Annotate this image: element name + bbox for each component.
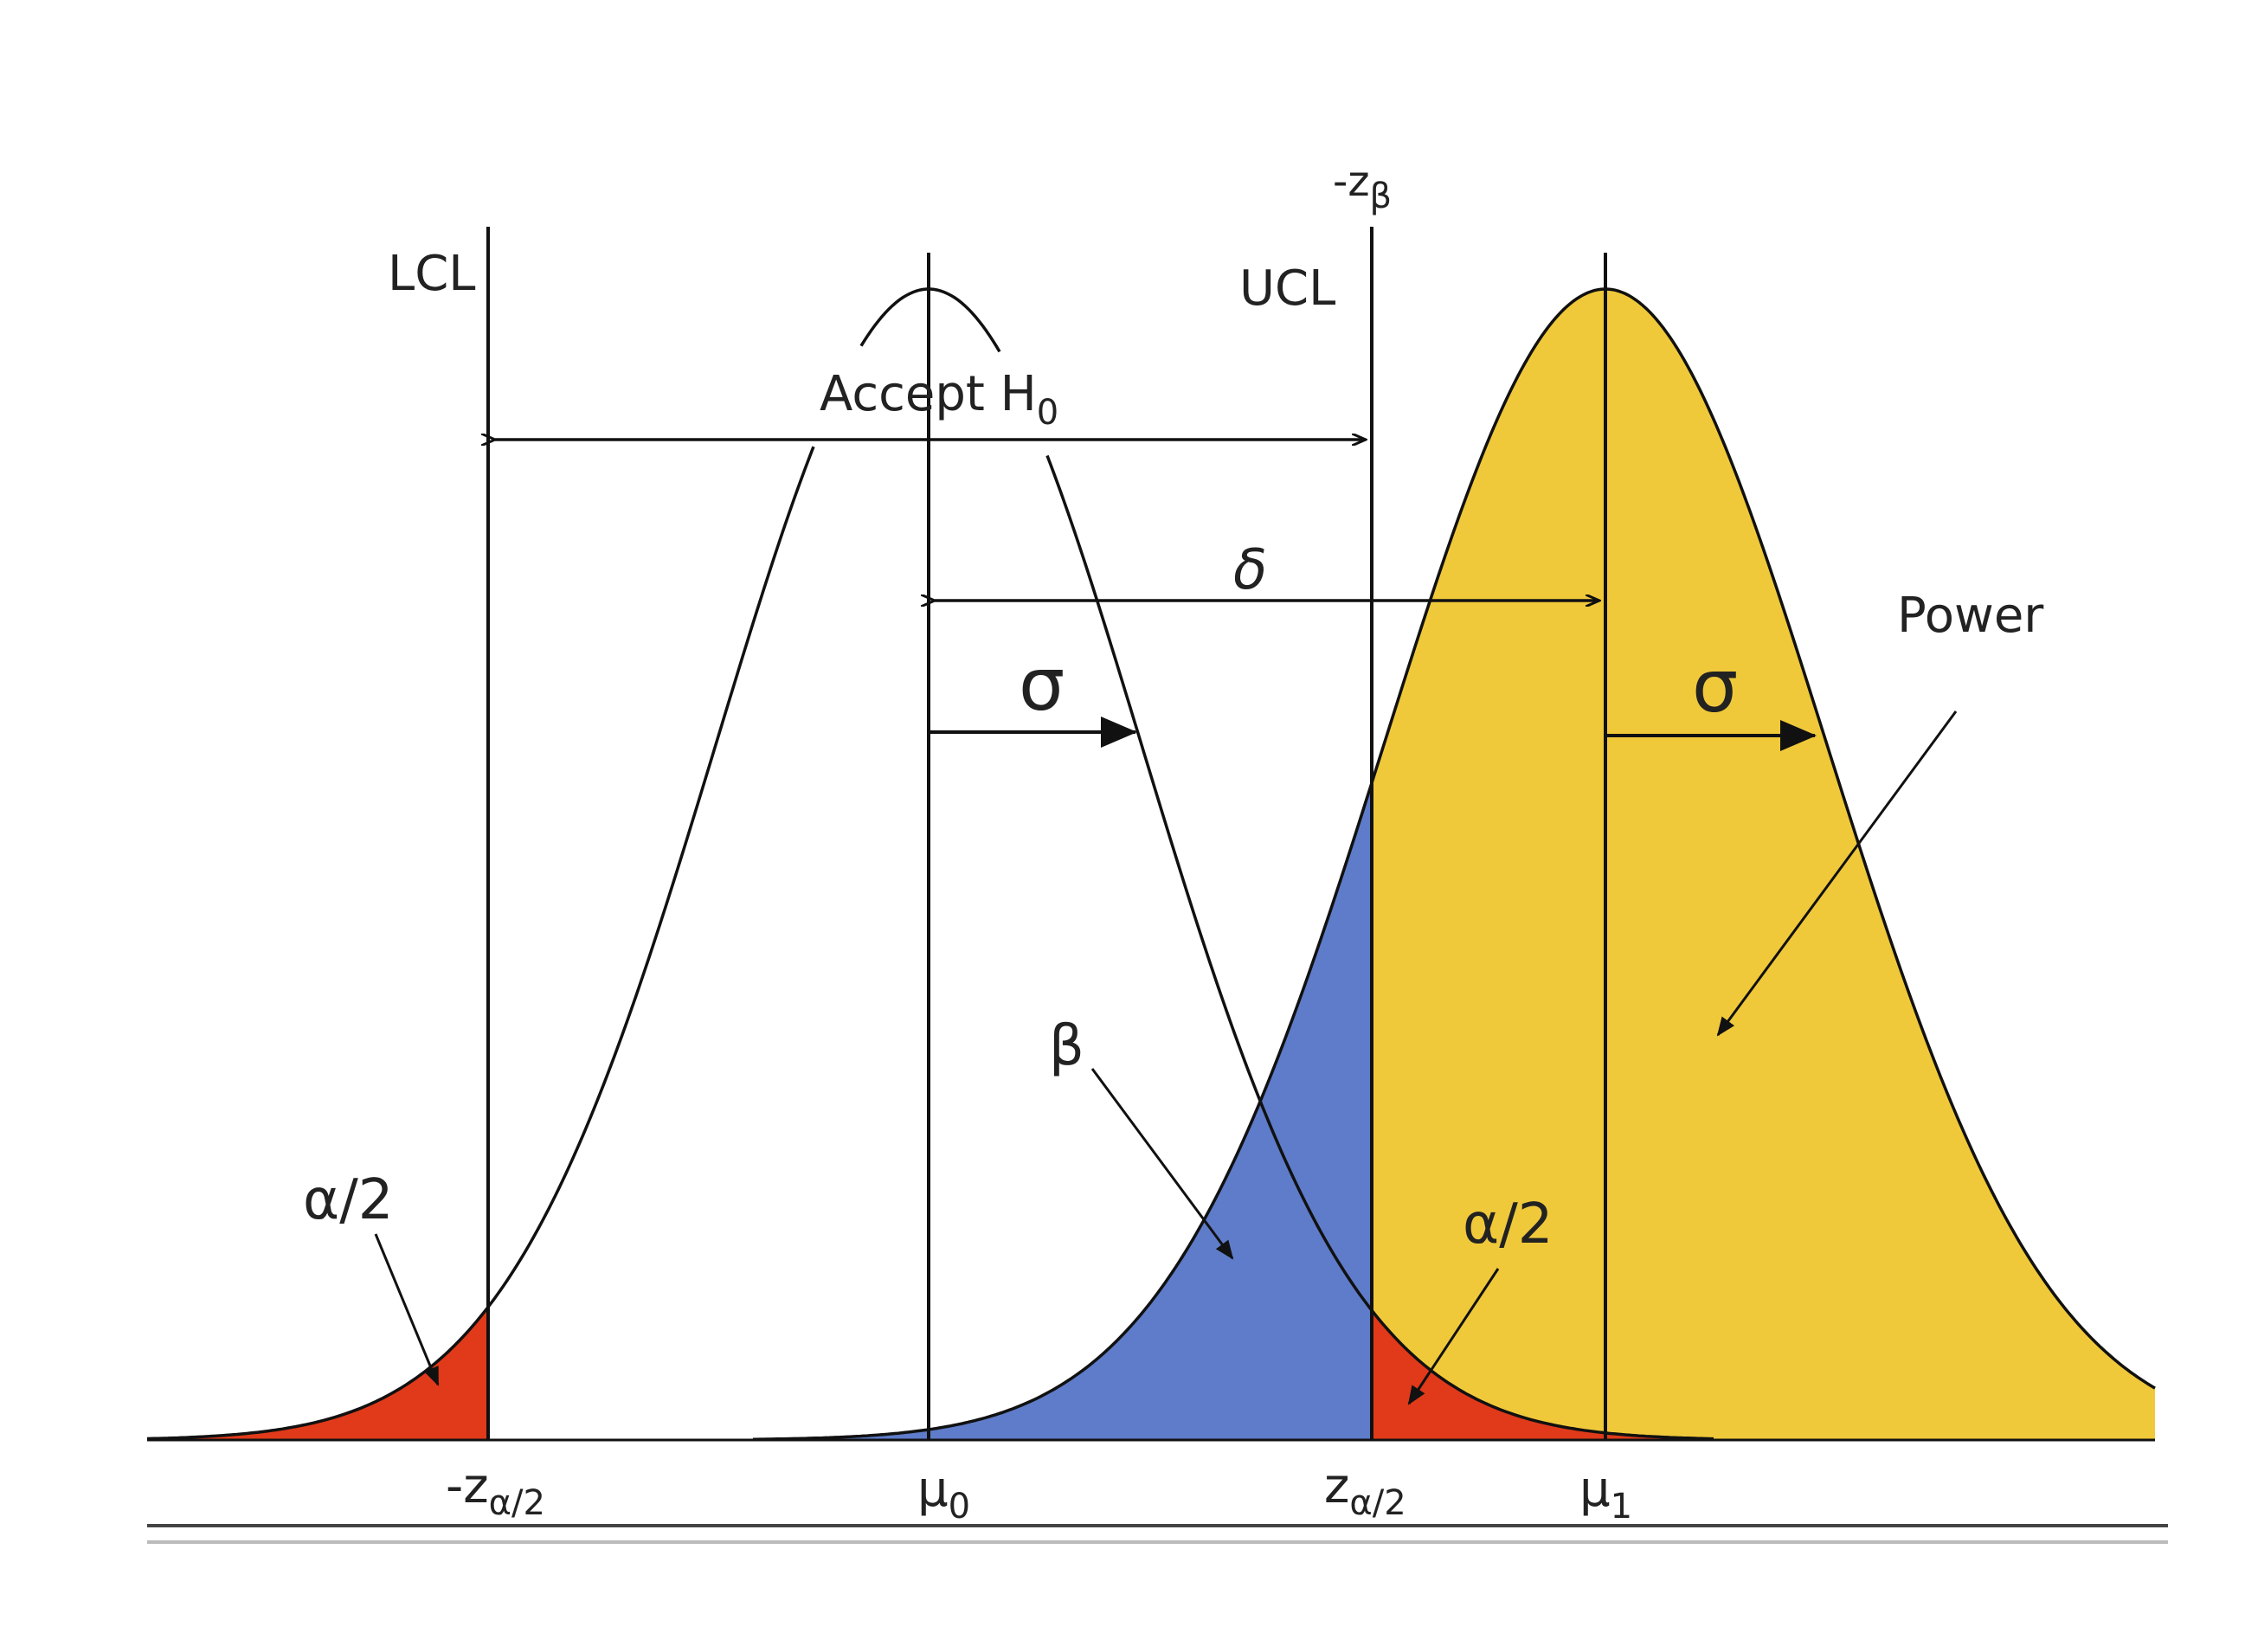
z-alpha-label: zα/2 (1324, 1458, 1406, 1523)
alpha-left-region (173, 1307, 488, 1440)
h1-distribution-curve (753, 287, 2156, 1441)
sigma-left-label: σ (1019, 642, 1065, 727)
mu1-label: μ1 (1579, 1462, 1632, 1527)
alpha-left-label: α/2 (303, 1168, 393, 1232)
beta-region (753, 782, 1372, 1440)
mu0-label: μ0 (917, 1462, 970, 1527)
power-label: Power (1897, 588, 2044, 644)
sigma-right-label: σ (1692, 644, 1738, 729)
ucl-label: UCL (1239, 260, 1335, 317)
lcl-label: LCL (388, 246, 476, 302)
neg-z-alpha-label: -zα/2 (446, 1458, 545, 1523)
power-region (1372, 289, 2155, 1440)
alpha-right-region (1372, 1310, 1714, 1440)
alpha-right-label: α/2 (1463, 1192, 1553, 1257)
neg-z-beta-label: -zβ (1333, 157, 1392, 216)
alpha-right-pointer-arrow (1407, 1268, 1500, 1405)
power-pointer-arrow (1716, 710, 1958, 1037)
beta-label: β (1049, 1014, 1084, 1078)
delta-label: δ (1233, 538, 1267, 602)
alpha-left-pointer-arrow (374, 1233, 440, 1386)
accept-h0-label: Accept H0 (820, 366, 1058, 433)
beta-pointer-arrow (1090, 1068, 1234, 1260)
